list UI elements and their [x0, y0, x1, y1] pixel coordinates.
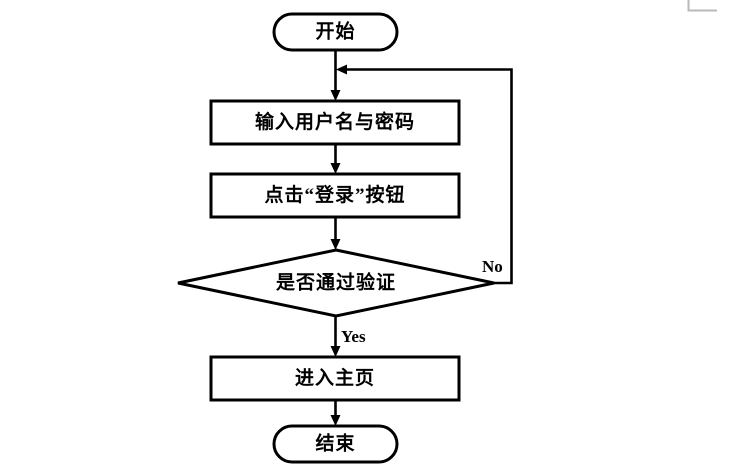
arrowhead-icon	[336, 64, 347, 75]
click-login-shape[interactable]	[209, 172, 461, 219]
end-label: 结束	[315, 431, 355, 454]
enter-home-label: 进入主页	[295, 367, 375, 389]
verify-decision-shape[interactable]	[177, 248, 495, 318]
branch-label-yes: Yes	[341, 327, 366, 346]
edge-start-to-input	[330, 50, 341, 101]
arrowhead-icon	[330, 239, 341, 250]
node-verify-decision[interactable]: 是否通过验证	[177, 248, 495, 318]
start-label: 开始	[315, 19, 355, 42]
verify-decision-label: 是否通过验证	[276, 270, 396, 293]
node-click-login[interactable]: 点击“登录”按钮	[209, 172, 461, 219]
arrowhead-icon	[330, 346, 341, 357]
arrowhead-icon	[330, 415, 341, 426]
arrowhead-icon	[330, 163, 341, 174]
arrowhead-icon	[330, 90, 341, 101]
input-credentials-shape[interactable]	[209, 99, 461, 146]
edge-click-to-verify	[330, 217, 341, 250]
edge-input-to-click	[330, 144, 341, 174]
edge-verify-yes	[330, 316, 341, 357]
end-terminator-shape[interactable]	[272, 424, 399, 464]
node-input-credentials[interactable]: 输入用户名与密码	[209, 99, 461, 146]
enter-home-shape[interactable]	[209, 355, 461, 402]
input-credentials-label: 输入用户名与密码	[255, 110, 415, 133]
node-start[interactable]: 开始	[272, 12, 399, 52]
corner-artifact	[687, 0, 717, 12]
branch-label-no: No	[482, 257, 503, 276]
edge-verify-no	[336, 64, 513, 285]
start-terminator-shape[interactable]	[272, 12, 399, 52]
node-end[interactable]: 结束	[272, 424, 399, 464]
click-login-label: 点击“登录”按钮	[264, 183, 405, 206]
node-enter-home[interactable]: 进入主页	[209, 355, 461, 402]
edge-home-to-end	[330, 400, 341, 426]
